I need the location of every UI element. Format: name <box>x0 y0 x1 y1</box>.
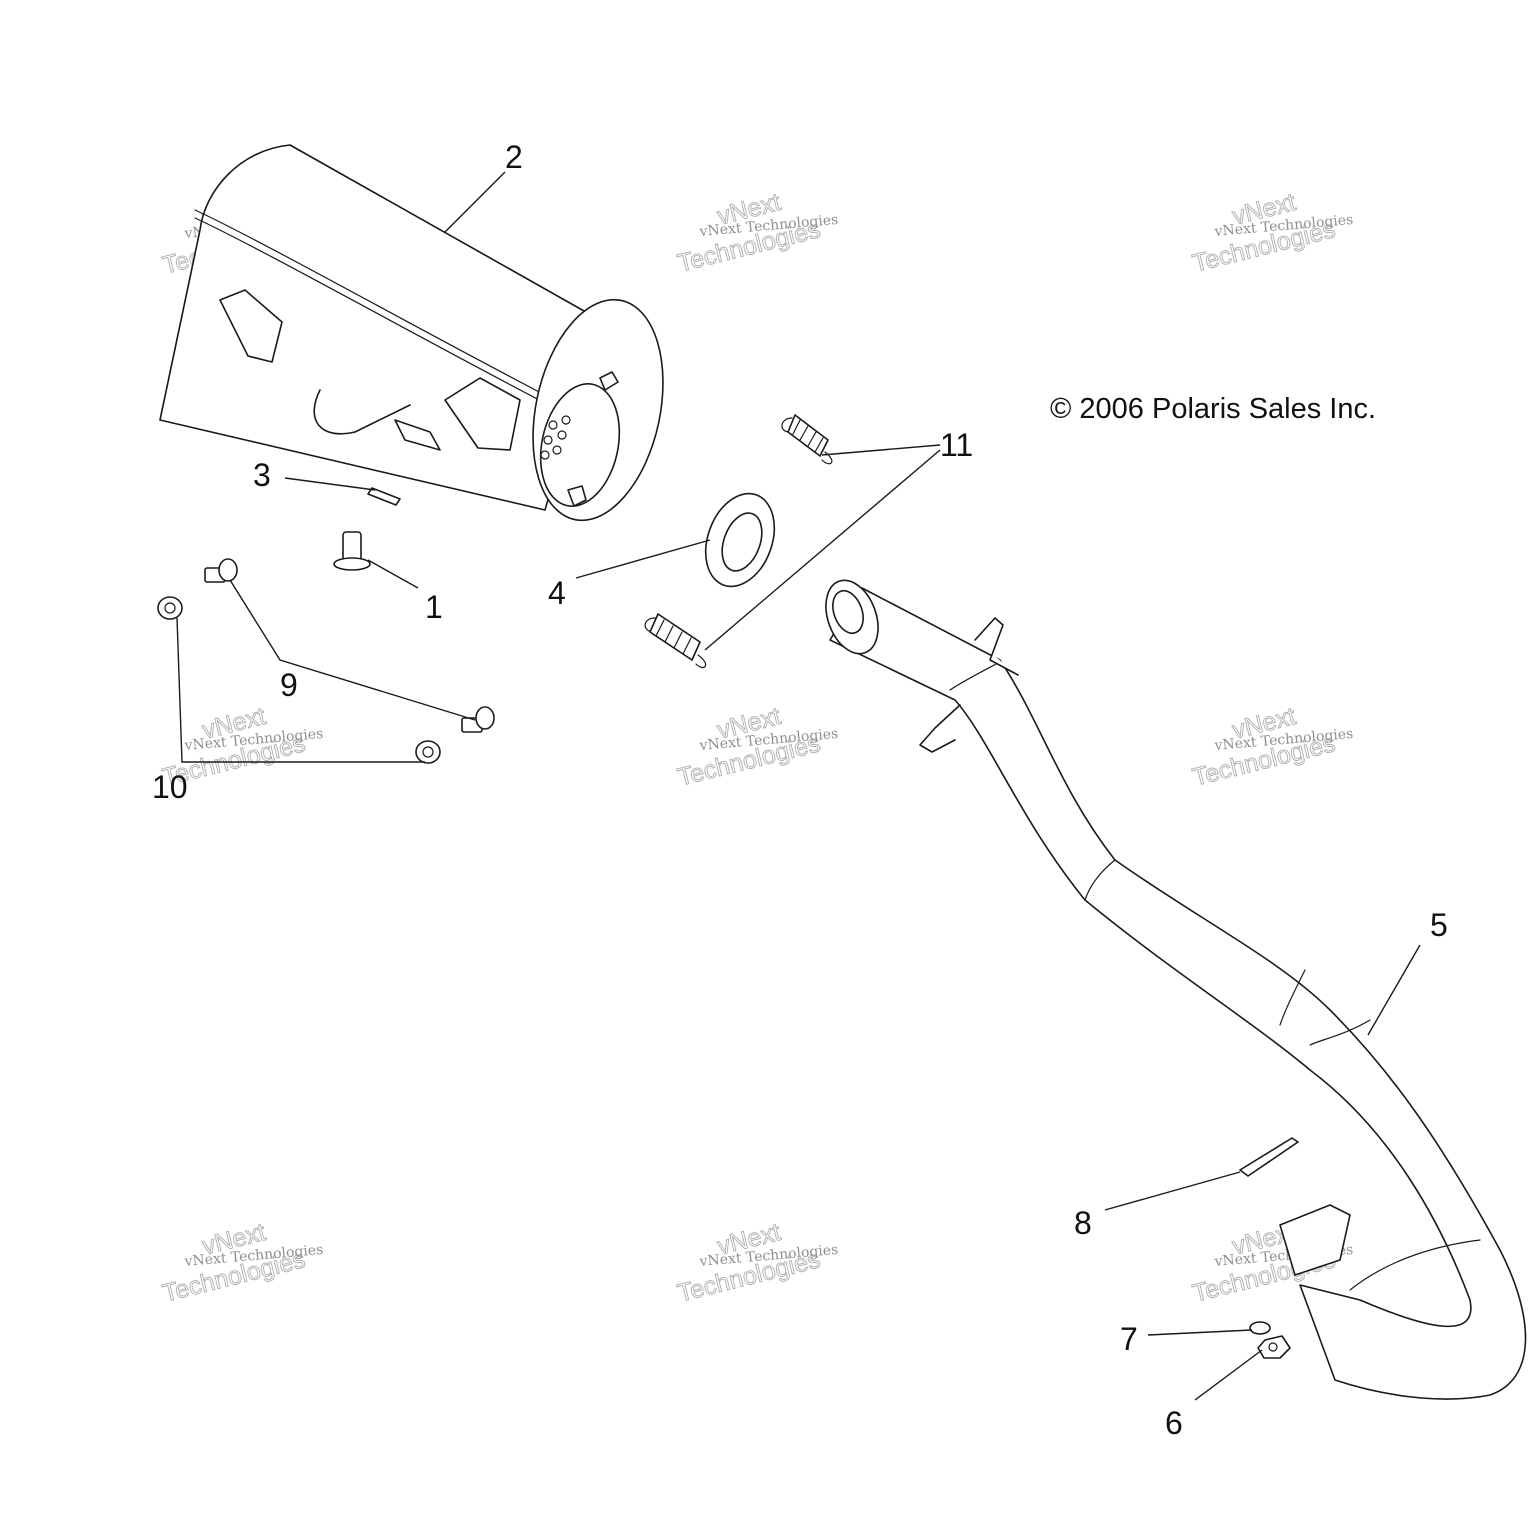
callout-3: 3 <box>253 457 271 493</box>
bolt[interactable] <box>461 706 495 733</box>
bolt[interactable] <box>204 558 238 583</box>
callout-5: 5 <box>1430 907 1448 943</box>
watermark: vNext Technologies vNext Technologies <box>674 188 839 279</box>
flange-nut[interactable] <box>415 740 441 764</box>
callout-9: 9 <box>280 667 298 703</box>
callout-4: 4 <box>548 575 566 611</box>
head-pipe[interactable] <box>816 573 1527 1400</box>
flange-nut[interactable] <box>157 596 183 620</box>
exhaust-seal[interactable] <box>694 484 787 596</box>
spring[interactable] <box>644 613 707 668</box>
muffler-perforations <box>540 415 571 460</box>
watermark: vNext Technologies vNext Technologies <box>674 702 839 793</box>
callout-labels: 2 3 1 4 9 10 11 5 8 7 6 <box>152 139 1448 1441</box>
leader-lines <box>176 171 1421 1401</box>
callout-2: 2 <box>505 139 523 175</box>
spring[interactable] <box>781 414 833 465</box>
gasket[interactable] <box>1239 1137 1299 1177</box>
pin[interactable] <box>367 487 401 506</box>
watermark: vNext Technologies vNext Technologies <box>1189 188 1354 279</box>
callout-1: 1 <box>425 589 443 625</box>
callout-10: 10 <box>152 769 188 805</box>
nut[interactable] <box>1257 1335 1291 1359</box>
callout-7: 7 <box>1120 1321 1138 1357</box>
copyright-notice: © 2006 Polaris Sales Inc. <box>1050 393 1376 425</box>
washer[interactable] <box>1249 1321 1271 1335</box>
watermark: vNext Technologies vNext Technologies <box>1189 702 1354 793</box>
muffler[interactable] <box>159 144 682 532</box>
callout-11: 11 <box>940 427 973 463</box>
callout-8: 8 <box>1074 1205 1092 1241</box>
callout-6: 6 <box>1165 1405 1183 1441</box>
watermark: vNext Technologies vNext Technologies <box>159 1218 324 1309</box>
watermark: vNext Technologies vNext Technologies <box>674 1218 839 1309</box>
mounting-grommet[interactable] <box>333 531 371 571</box>
